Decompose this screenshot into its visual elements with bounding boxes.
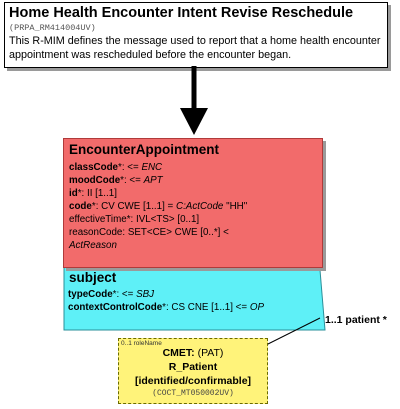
attribute-type: *: IVL<TS> [0..1]	[126, 214, 200, 225]
artifact-id: (PRPA_RM414004UV)	[9, 23, 96, 33]
attribute-row: id*: II [1..1]	[69, 187, 117, 200]
attribute-name: reasonCode	[69, 227, 123, 238]
cmet-id: (COCT_MT050002UV)	[152, 389, 234, 398]
attribute-row: classCode*: <= ENC	[69, 161, 162, 174]
attribute-row: contextControlCode*: CS CNE [1..1] <= OP	[68, 301, 264, 314]
cmet-code: (PAT)	[194, 347, 224, 359]
attribute-type: *: <=	[118, 162, 142, 173]
attribute-row: effectiveTime*: IVL<TS> [0..1]	[69, 213, 199, 226]
attribute-type: *: <=	[112, 289, 137, 300]
cmet-label: CMET:	[162, 347, 195, 359]
role-name-label: 0..1 roleName	[121, 340, 162, 347]
attribute-value: APT	[143, 175, 163, 186]
attribute-value: OP	[249, 302, 264, 313]
attribute-value: ENC	[141, 162, 163, 173]
attribute-row: typeCode*: <= SBJ	[68, 288, 154, 301]
attribute-value: SBJ	[136, 289, 155, 300]
cmet-qualifier: [identified/confirmable]	[134, 375, 252, 387]
attribute-row: moodCode*: <= APT	[69, 174, 163, 187]
attribute-name: effectiveTime	[69, 214, 127, 225]
attribute-fixed-value: "HH"	[223, 201, 248, 212]
attribute-name: code	[69, 201, 92, 212]
attribute-name: typeCode	[68, 289, 113, 300]
attribute-type: *: CS CNE [1..1] <=	[162, 302, 250, 313]
attribute-value: ActReason	[69, 240, 117, 251]
diagram-description: This R-MIM defines the message used to r…	[9, 35, 381, 61]
cmet-name: R_Patient	[168, 361, 218, 373]
attribute-type: *: <=	[120, 175, 144, 186]
entry-arrow-head	[180, 108, 208, 135]
attribute-type: *: II [1..1]	[77, 188, 117, 199]
attribute-type: *: CV CWE [1..1] =	[91, 201, 176, 212]
attribute-name: moodCode	[69, 175, 121, 186]
attribute-name: contextControlCode	[68, 302, 163, 313]
attribute-row: ActReason	[69, 239, 117, 252]
association-label: 1..1 patient *	[325, 314, 387, 326]
cmet-r-patient: 0..1 roleName CMET: (PAT) R_Patient [ide…	[118, 338, 268, 404]
attribute-name: classCode	[69, 162, 119, 173]
attribute-type: : SET<CE> CWE [0..*] <	[122, 227, 229, 238]
attribute-name: id	[69, 188, 78, 199]
patient-association-line	[265, 317, 321, 346]
diagram-title: Home Health Encounter Intent Revise Resc…	[9, 5, 354, 21]
participation-title: subject	[69, 270, 117, 285]
diagram-header: Home Health Encounter Intent Revise Resc…	[4, 2, 388, 68]
attribute-value: C:ActCode	[176, 201, 224, 212]
attribute-row: reasonCode: SET<CE> CWE [0..*] <	[69, 226, 229, 239]
cmet-heading: CMET: (PAT)	[119, 347, 267, 359]
class-title: EncounterAppointment	[69, 142, 219, 157]
attribute-row: code*: CV CWE [1..1] = C:ActCode "HH"	[69, 200, 247, 213]
